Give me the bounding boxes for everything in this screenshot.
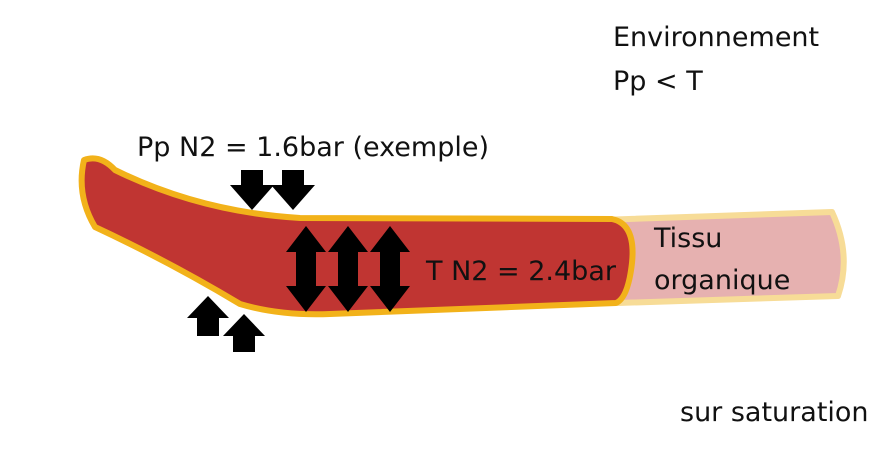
environment-pressure-relation: Pp < T [613,66,703,97]
arrow-down-icon [271,170,315,210]
tissue-label: Tissu organique [654,218,790,302]
tissue-normal-segment [597,209,847,306]
tissue-tension-label: T N2 = 2.4bar [426,256,616,287]
saturation-state-label: sur saturation [680,397,869,428]
arrow-up-icon [187,296,229,336]
arrow-up-down-icon [328,226,368,312]
environment-title: Environnement [613,22,820,53]
tissue-label-line-2: organique [654,265,791,296]
arrow-up-icon [223,314,265,352]
tissue-label-line-1: Tissu [654,223,723,254]
arrow-up-down-icon [286,226,326,312]
arrow-up-down-icon [370,226,410,312]
arrow-down-icon [230,170,274,210]
partial-pressure-label: Pp N2 = 1.6bar (exemple) [137,132,489,163]
tissue-saturated-segment [78,155,636,318]
